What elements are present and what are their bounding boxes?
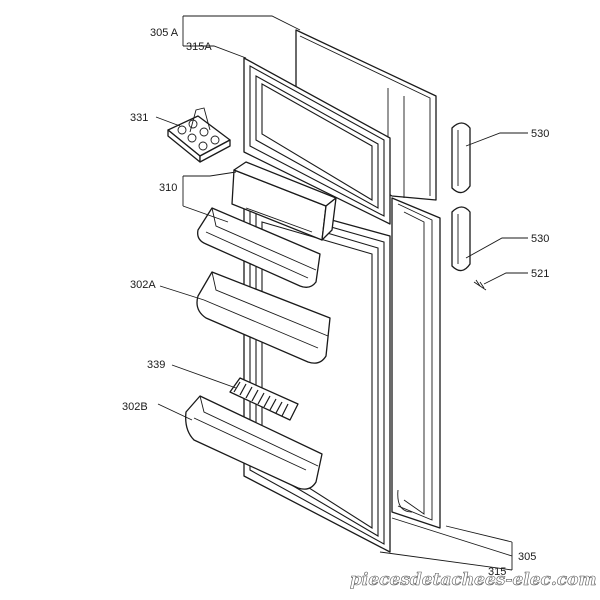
- leader-lines: [155, 15, 528, 571]
- label-305: 305: [518, 551, 536, 563]
- door-shelf-upper: [197, 207, 321, 288]
- label-530-lower: 530: [531, 233, 549, 245]
- handle-530-upper: [451, 122, 471, 194]
- bottle-retainer-339: [229, 377, 299, 421]
- butter-compartment-310: [231, 161, 337, 241]
- label-302b: 302B: [122, 401, 148, 413]
- label-315a: 315A: [186, 41, 212, 53]
- door-shelf-302a: [196, 271, 331, 364]
- freezer-gasket-315a: [243, 57, 391, 225]
- bottle-shelf-302b: [185, 395, 323, 490]
- fridge-door-panel: [391, 197, 441, 529]
- label-315: 315: [488, 566, 506, 578]
- label-530-upper: 530: [531, 128, 549, 140]
- handle-530-lower: [451, 206, 471, 272]
- label-302a: 302A: [130, 279, 156, 291]
- watermark: piecesdetachees-elec.com: [350, 570, 596, 590]
- egg-tray-331: [167, 107, 231, 163]
- label-521: 521: [531, 268, 549, 280]
- label-305a: 305 A: [150, 27, 179, 39]
- label-331: 331: [130, 112, 148, 124]
- screw-521: [473, 279, 487, 291]
- label-339: 339: [147, 359, 165, 371]
- label-310: 310: [159, 182, 177, 194]
